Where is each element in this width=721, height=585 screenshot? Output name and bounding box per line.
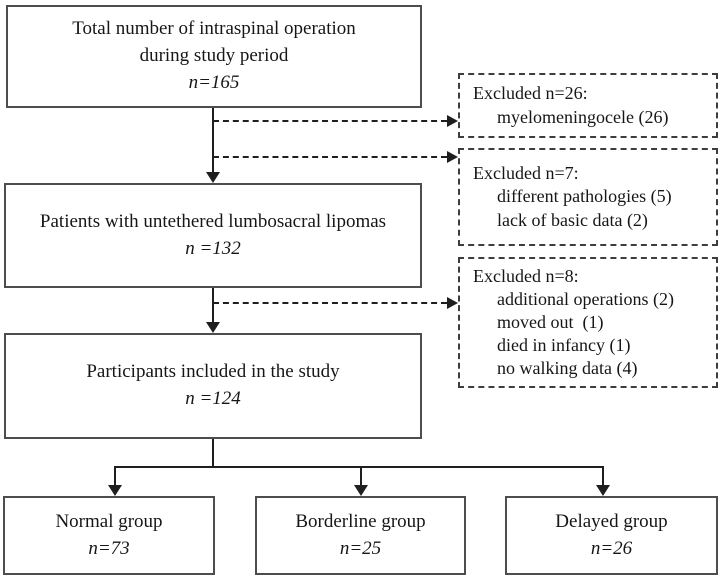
- excluded-2-item: different pathologies (5): [497, 186, 672, 207]
- arrowhead-down-icon: [354, 485, 368, 496]
- arrowhead-right-icon: [447, 297, 458, 309]
- normal-group-n-value: n=73: [88, 537, 130, 559]
- arrowhead-down-icon: [206, 172, 220, 183]
- excluded-box-3: Excluded n=8: additional operations (2) …: [458, 257, 718, 388]
- connector-branch-to-borderline: [360, 466, 362, 486]
- excluded-2-title: Excluded n=7:: [473, 163, 579, 184]
- box-delayed-group: Delayed group n=26: [505, 496, 718, 575]
- arrowhead-down-icon: [206, 322, 220, 333]
- connector-lipomas-to-included: [212, 288, 214, 324]
- box-total-line1: Total number of intraspinal operation: [72, 18, 356, 40]
- box-untethered-lipomas: Patients with untethered lumbosacral lip…: [4, 183, 422, 288]
- arrowhead-right-icon: [447, 115, 458, 127]
- borderline-group-n-value: n=25: [339, 537, 382, 559]
- box-participants-included: Participants included in the study n =12…: [4, 333, 422, 439]
- connector-dashed-to-excluded-2: [213, 156, 447, 158]
- box-lipomas-n-value: n =132: [185, 237, 241, 259]
- arrowhead-down-icon: [596, 485, 610, 496]
- box-included-n-value: n =124: [185, 388, 241, 409]
- box-borderline-group: Borderline group n=25: [255, 496, 466, 575]
- delayed-group-n-value: n=26: [590, 537, 633, 559]
- excluded-3-item: died in infancy (1): [497, 335, 631, 356]
- box-total-line2: during study period: [139, 45, 289, 67]
- excluded-3-item: no walking data (4): [497, 358, 638, 379]
- connector-total-to-lipomas: [212, 108, 214, 174]
- box-total-n-value: n=165: [188, 71, 240, 93]
- connector-included-to-branch: [212, 439, 214, 468]
- connector-branch-to-delayed: [602, 466, 604, 486]
- excluded-2-item: lack of basic data (2): [497, 209, 648, 230]
- excluded-3-item: additional operations (2): [497, 288, 674, 309]
- borderline-group-label: Borderline group: [295, 510, 426, 532]
- normal-group-label: Normal group: [55, 510, 163, 532]
- excluded-1-item: myelomeningocele (26): [497, 106, 669, 127]
- arrowhead-right-icon: [447, 151, 458, 163]
- arrowhead-down-icon: [108, 485, 122, 496]
- box-normal-group: Normal group n=73: [3, 496, 215, 575]
- connector-branch-to-normal: [114, 466, 116, 486]
- excluded-1-title: Excluded n=26:: [473, 83, 588, 104]
- excluded-3-item: moved out (1): [497, 311, 604, 332]
- box-lipomas-line1: Patients with untethered lumbosacral lip…: [39, 210, 387, 232]
- connector-dashed-to-excluded-1: [213, 120, 447, 122]
- excluded-box-2: Excluded n=7: different pathologies (5) …: [458, 148, 718, 246]
- box-total-operations: Total number of intraspinal operation du…: [6, 5, 422, 108]
- connector-dashed-to-excluded-3: [213, 302, 447, 304]
- box-included-line1: Participants included in the study: [86, 361, 340, 383]
- delayed-group-label: Delayed group: [555, 510, 668, 532]
- branch-horizontal-line: [114, 466, 604, 468]
- excluded-3-title: Excluded n=8:: [473, 265, 579, 286]
- excluded-box-1: Excluded n=26: myelomeningocele (26): [458, 73, 718, 138]
